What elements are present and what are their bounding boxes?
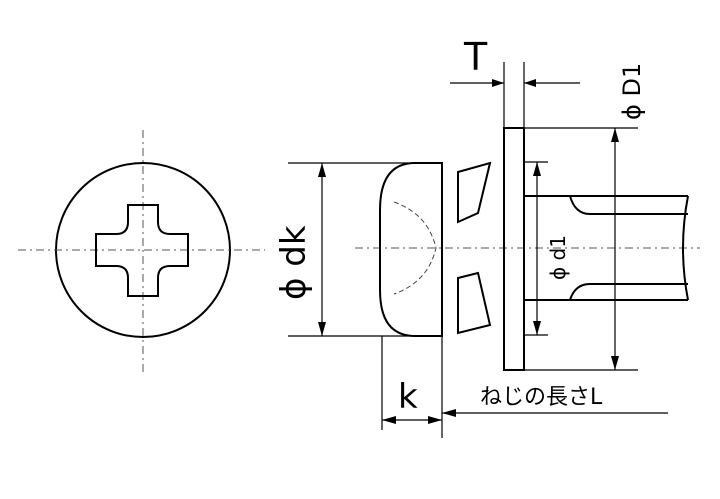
shank-break-line	[682, 195, 689, 301]
length-arrowhead	[442, 409, 456, 417]
dk-arrowhead-top	[318, 163, 326, 177]
side-view	[355, 127, 700, 371]
phi-D1-label: ϕ D1	[618, 63, 646, 120]
d1-small-arrowhead-top	[533, 162, 541, 176]
t-label: T	[463, 35, 488, 79]
recess-hidden-line	[393, 201, 437, 295]
screw-length-label: ねじの長さL	[480, 385, 603, 410]
d1-big-arrowhead-bottom	[611, 356, 619, 370]
phi-dk-label: ϕ dk	[274, 225, 314, 300]
k-label: k	[398, 377, 418, 417]
thread-root-top	[569, 195, 688, 215]
d1-big-arrowhead-top	[611, 128, 619, 142]
head-front-view	[18, 130, 265, 375]
plain-washer	[503, 127, 525, 371]
spring-washer-lower-section	[457, 271, 492, 335]
dimensions: T ϕ D1 ϕ d1 ϕ dk k ねじの長さL	[274, 35, 668, 438]
phi-d1-label: ϕ d1	[546, 235, 570, 280]
k-arrowhead-right	[428, 416, 442, 424]
k-arrowhead-left	[382, 416, 396, 424]
phillips-recess	[95, 204, 189, 297]
thread-root-bottom	[569, 283, 688, 301]
spring-washer-upper-section	[457, 161, 492, 224]
t-arrowhead-left	[492, 79, 504, 87]
screw-head	[379, 162, 443, 337]
t-arrowhead-right	[524, 79, 536, 87]
d1-small-arrowhead-bottom	[533, 321, 541, 335]
dk-arrowhead-bottom	[318, 322, 326, 336]
